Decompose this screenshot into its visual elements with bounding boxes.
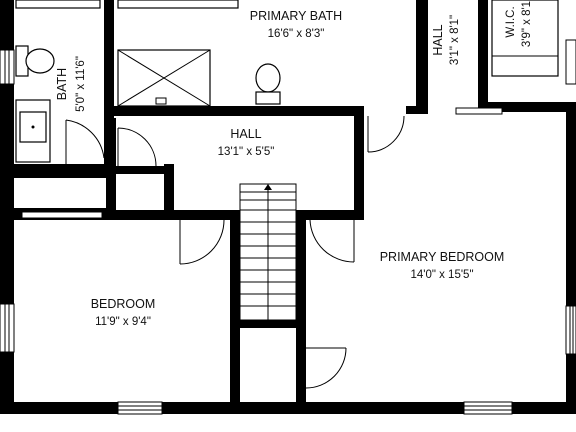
doors xyxy=(21,107,503,389)
door-primary-bedroom xyxy=(309,219,355,263)
door-bath xyxy=(65,119,105,164)
toilet-primary-bath xyxy=(255,63,281,105)
wall-stair-left xyxy=(230,210,240,414)
wall-wic-bottom xyxy=(482,102,576,112)
label-primary-bath-dims: 16'6" x 8'3" xyxy=(268,28,325,40)
label-bath-name: BATH xyxy=(55,68,69,100)
wall-hall-small-right xyxy=(478,0,488,108)
wall-hall-small-left xyxy=(416,0,428,114)
tub-bath xyxy=(15,0,101,9)
wall-closet-top xyxy=(116,166,174,174)
window-bath-left xyxy=(0,49,15,85)
wall-primary-bedroom-left xyxy=(354,106,364,220)
shelf-wic xyxy=(491,0,559,77)
label-primary-bedroom-dims: 14'0" x 15'5" xyxy=(410,269,473,281)
label-hall-small-dims: 3'1" x 8'1" xyxy=(449,15,461,65)
wall-stair-bottom xyxy=(230,320,306,328)
door-bedroom-closet xyxy=(21,211,103,219)
wall-closet-right xyxy=(106,118,116,218)
label-bedroom-name: BEDROOM xyxy=(91,297,156,311)
toilet-bath xyxy=(15,45,55,77)
door-wic xyxy=(455,107,503,115)
wall-hall-small-bottom xyxy=(406,106,428,114)
door-closet-bottom xyxy=(305,347,347,389)
wall-bath-bottom xyxy=(0,164,116,172)
window-bedroom-left xyxy=(0,303,15,353)
label-bath-dims: 5'0" x 11'6" xyxy=(75,56,87,112)
label-wic-name: W.I.C. xyxy=(505,6,517,37)
label-primary-bath-name: PRIMARY BATH xyxy=(250,9,342,23)
label-hall-small-name: HALL xyxy=(431,24,445,55)
vanity-bath xyxy=(15,99,51,163)
wall-right-exterior xyxy=(566,110,576,414)
label-bedroom-dims: 11'9" x 9'4" xyxy=(95,316,151,328)
wall-closet-bottom xyxy=(106,210,176,220)
window-primary-bedroom-bottom xyxy=(463,401,513,415)
label-hall-name: HALL xyxy=(230,127,261,141)
wall-bath-bottom-2 xyxy=(0,172,116,178)
window-primary-bedroom-right xyxy=(565,305,576,355)
wall-stair-right xyxy=(296,210,306,414)
room-labels: PRIMARY BATH 16'6" x 8'3" BATH 5'0" x 11… xyxy=(55,0,533,328)
vanity-primary-bath xyxy=(117,0,239,9)
window-wic-right xyxy=(565,39,576,85)
door-primary-bath xyxy=(367,115,405,153)
door-closet xyxy=(117,127,157,167)
staircase xyxy=(239,183,297,321)
window-bedroom-bottom xyxy=(117,401,163,415)
windows xyxy=(0,39,576,415)
label-wic-dims: 3'9" x 8'1" xyxy=(521,0,533,47)
label-hall-dims: 13'1" x 5'5" xyxy=(218,146,275,158)
label-primary-bedroom-name: PRIMARY BEDROOM xyxy=(380,250,505,264)
door-bedroom xyxy=(179,219,225,265)
wall-primary-bath-bottom xyxy=(104,106,364,116)
wall-bath-right xyxy=(104,0,114,170)
fixtures xyxy=(15,0,559,321)
shower-primary-bath xyxy=(117,49,211,107)
wall-closet-vert xyxy=(164,164,174,220)
